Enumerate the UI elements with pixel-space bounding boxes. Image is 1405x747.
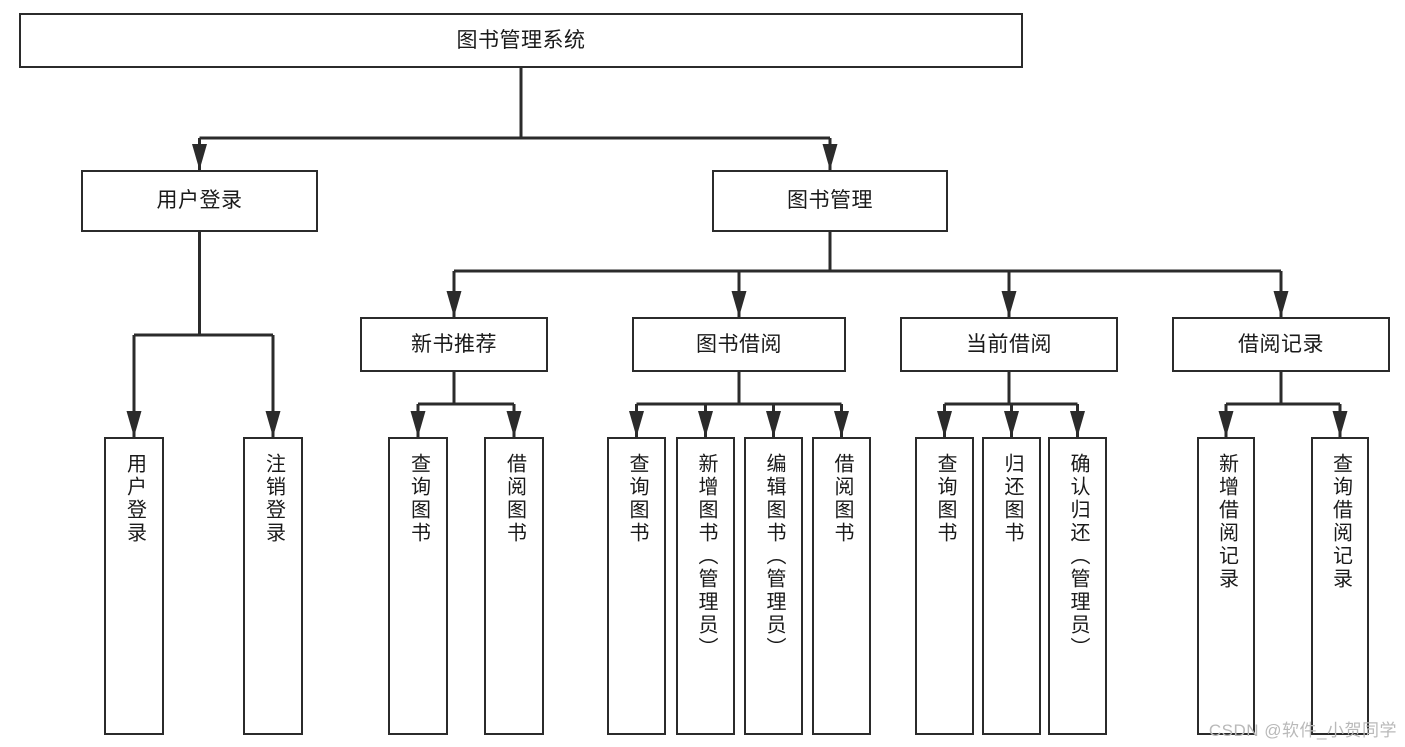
arrowhead-leaf-query-book-1 (410, 411, 426, 437)
node-leaf-query-book-2[interactable]: 查询图书 (607, 437, 666, 735)
node-leaf-edit-book[interactable]: 编辑图书（管理员） (744, 437, 803, 735)
node-label: 图书借阅 (696, 332, 782, 356)
node-user-login[interactable]: 用户登录 (81, 170, 318, 232)
node-new-book-rec[interactable]: 新书推荐 (360, 317, 548, 372)
node-book-manage[interactable]: 图书管理 (712, 170, 948, 232)
node-leaf-logout[interactable]: 注销登录 (243, 437, 303, 735)
node-leaf-query-book-1[interactable]: 查询图书 (388, 437, 448, 735)
arrowhead-user-login (192, 144, 207, 170)
node-root[interactable]: 图书管理系统 (19, 13, 1023, 68)
node-leaf-add-loan-record[interactable]: 新增借阅记录 (1197, 437, 1255, 735)
node-label: 新增借阅记录 (1215, 453, 1238, 591)
arrowhead-current-loan (1001, 291, 1017, 317)
arrowhead-leaf-confirm-return (1070, 411, 1085, 437)
node-label: 确认归还（管理员） (1067, 453, 1089, 660)
arrowhead-book-borrow (731, 291, 747, 317)
arrowhead-book-manage (822, 144, 838, 170)
node-book-borrow[interactable]: 图书借阅 (632, 317, 846, 372)
node-label: 图书管理 (787, 189, 873, 213)
arrowhead-new-book-rec (446, 291, 462, 317)
node-label: 新书推荐 (411, 332, 497, 356)
node-leaf-confirm-return[interactable]: 确认归还（管理员） (1048, 437, 1107, 735)
node-label: 查询图书 (407, 453, 430, 545)
node-leaf-query-book-3[interactable]: 查询图书 (915, 437, 974, 735)
node-label: 归还图书 (1001, 453, 1023, 545)
node-label: 新增图书（管理员） (695, 453, 717, 660)
node-leaf-user-login[interactable]: 用户登录 (104, 437, 164, 735)
node-label: 查询借阅记录 (1329, 453, 1352, 591)
arrowhead-leaf-borrow-book-2 (834, 411, 849, 437)
node-label: 查询图书 (934, 453, 956, 545)
node-leaf-return-book[interactable]: 归还图书 (982, 437, 1041, 735)
node-label: 图书管理系统 (456, 28, 586, 52)
node-loan-record[interactable]: 借阅记录 (1172, 317, 1390, 372)
node-leaf-add-book[interactable]: 新增图书（管理员） (676, 437, 735, 735)
watermark: CSDN @软件_小贺同学 (1208, 721, 1397, 740)
node-label: 编辑图书（管理员） (763, 453, 785, 660)
arrowhead-loan-record (1273, 291, 1289, 317)
node-label: 查询图书 (626, 453, 648, 545)
node-label: 当前借阅 (966, 332, 1052, 356)
arrowhead-leaf-user-login (126, 411, 142, 437)
node-label: 借阅图书 (503, 453, 526, 545)
arrowhead-leaf-add-book (698, 411, 713, 437)
node-label: 借阅图书 (831, 453, 853, 545)
node-label: 用户登录 (123, 453, 146, 545)
arrowhead-leaf-query-book-3 (937, 411, 952, 437)
node-leaf-borrow-book-1[interactable]: 借阅图书 (484, 437, 544, 735)
arrowhead-leaf-query-book-2 (629, 411, 644, 437)
node-leaf-query-loan-record[interactable]: 查询借阅记录 (1311, 437, 1369, 735)
node-label: 注销登录 (262, 453, 285, 545)
node-label: 借阅记录 (1238, 332, 1324, 356)
arrowhead-leaf-logout (265, 411, 281, 437)
node-label: 用户登录 (156, 189, 243, 213)
arrowhead-leaf-edit-book (766, 411, 781, 437)
node-current-loan[interactable]: 当前借阅 (900, 317, 1118, 372)
arrowhead-leaf-add-loan-record (1218, 411, 1234, 437)
arrowhead-leaf-return-book (1004, 411, 1019, 437)
arrowhead-leaf-borrow-book-1 (506, 411, 522, 437)
arrowhead-leaf-query-loan-record (1332, 411, 1348, 437)
node-leaf-borrow-book-2[interactable]: 借阅图书 (812, 437, 871, 735)
